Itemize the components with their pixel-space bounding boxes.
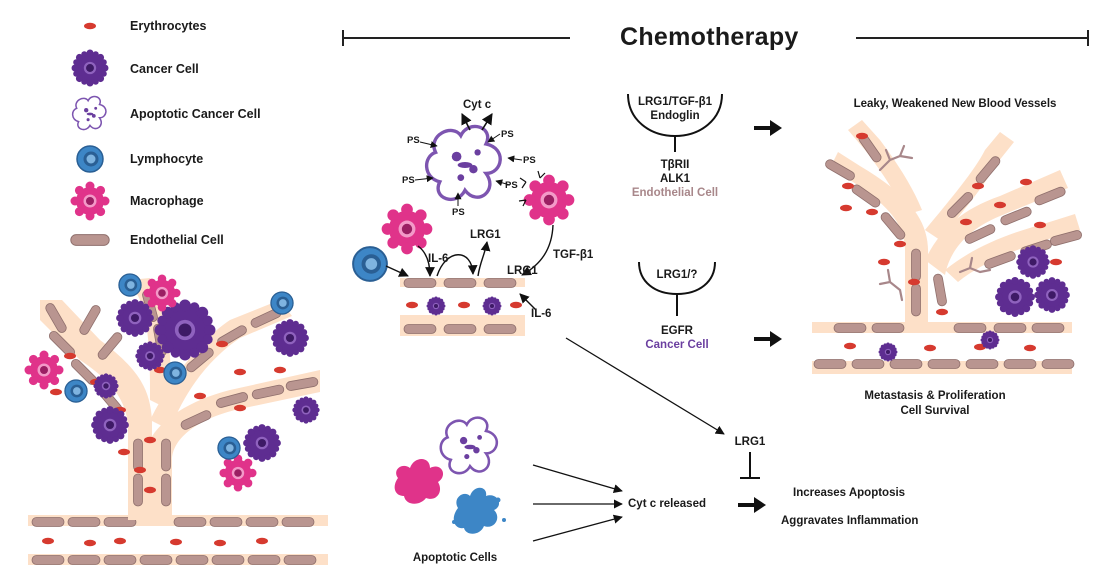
il6-label-top: IL-6 [428,253,449,265]
receptor2-ligand: LRG1/? [656,269,698,281]
cytc-released-label: Cyt c released [628,498,706,510]
thick-arrow-1 [754,120,782,136]
lrg1-label-top: LRG1 [470,229,501,241]
apoptotic-cancer-cell-icon [71,95,107,131]
thick-arrow-3 [738,497,766,513]
apoptotic-cells-group [394,416,506,534]
apoptotic-cells-label: Apoptotic Cells [412,552,498,564]
outcome-leaky-vessels: Leaky, Weakened New Blood Vessels [853,98,1057,110]
cytc-arrows [532,464,623,542]
ps-label-5: PS [505,180,518,191]
lrg1-label-right: LRG1 [507,265,538,277]
page-title: Chemotherapy [620,23,799,51]
ps-label-4: PS [523,155,536,166]
macrophage-icon [70,181,110,221]
outcome-metastasis: Metastasis & Proliferation [864,390,1006,402]
cytc-label: Cyt c [463,99,492,111]
receptor1-receptor-line1: TβRII [660,159,690,171]
il6-label-bottom: IL-6 [531,308,552,320]
cancer-cell-icon [71,49,109,87]
legend-label-endothelial-cell: Endothelial Cell [130,233,224,247]
receptor1-cell-type: Endothelial Cell [631,187,719,199]
receptor2-receptor: EGFR [661,325,693,337]
legend-label-macrophage: Macrophage [130,194,204,208]
leaky-vasculature [812,120,1084,374]
receptor1-ligand-line2: Endoglin [650,110,700,122]
chemotherapy-bracket-right [856,30,1089,46]
receptor1-ligand-line1: LRG1/TGF-β1 [637,96,713,108]
erythrocyte-icon [84,22,96,30]
lymphocyte-icon [76,145,104,173]
receptor-cancer [638,261,716,316]
mechanism-scene [352,112,575,336]
lrg1-inhibition [740,452,760,479]
lrg1-inhibitor-label: LRG1 [734,436,766,448]
legend-label-apoptotic-cancer-cell: Apoptotic Cancer Cell [130,107,261,121]
ps-label-6: PS [452,207,465,218]
tgfb1-label: TGF-β1 [553,249,594,261]
receptor-endothelial [627,93,723,152]
ps-label-1: PS [407,135,420,146]
legend-label-erythrocytes: Erythrocytes [130,19,207,33]
receptor1-receptor-line2: ALK1 [659,173,691,185]
endothelial-cell-icon [70,234,110,246]
legend-label-cancer-cell: Cancer Cell [130,62,199,76]
aggravates-inflammation-label: Aggravates Inflammation [781,515,919,527]
chemotherapy-bracket-left [342,30,570,46]
lrg1-pathway-arrow [565,337,725,435]
ps-label-2: PS [402,175,415,186]
tumor-vasculature [24,273,328,565]
outcome-cell-survival: Cell Survival [900,405,970,417]
receptor2-cell-type: Cancer Cell [645,339,709,351]
ps-label-3: PS [501,129,514,140]
legend-label-lymphocyte: Lymphocyte [130,152,204,166]
thick-arrow-2 [754,331,782,347]
increases-apoptosis-label: Increases Apoptosis [793,487,906,499]
